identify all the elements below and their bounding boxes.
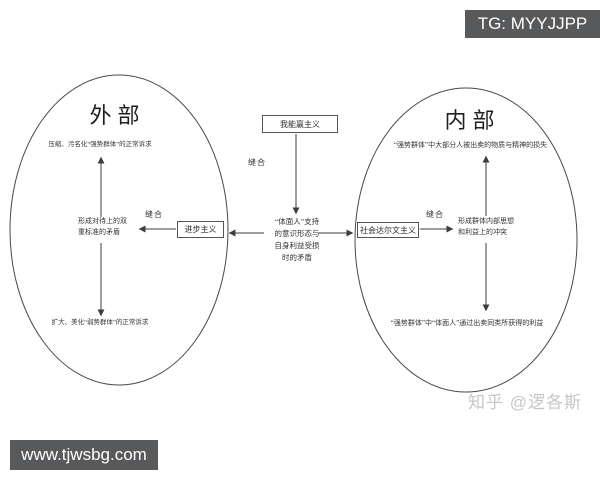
right-middle-note-line2: 和利益上的冲突 xyxy=(458,227,507,236)
center-note-line3: 自身利益受损 xyxy=(274,241,320,250)
center-note-line2: 的意识形态与 xyxy=(274,229,320,238)
left-middle-note-line2: 重标准的矛盾 xyxy=(78,227,120,236)
center-note-line1: “体面人”支持 xyxy=(274,217,320,226)
site-watermark-badge: www.tjwsbg.com xyxy=(10,440,158,470)
right-middle-note-line1: 形成群体内部思想 xyxy=(458,217,514,225)
right-ellipse-outline xyxy=(354,87,578,393)
center-contradiction-note: “体面人”支持 的意识形态与 自身利益受损 时的矛盾 xyxy=(258,216,336,264)
zhihu-credit-watermark: 知乎 @逻各斯 xyxy=(468,393,582,412)
left-top-note: 压缩、污名化“强势群体”的正常诉求 xyxy=(48,141,152,148)
center-note-line4: 时的矛盾 xyxy=(282,253,312,262)
suture-label-center: 缝合 xyxy=(248,158,266,167)
meritocracy-box: 我能赢主义 xyxy=(262,115,338,133)
progressivism-box: 进步主义 xyxy=(177,221,224,238)
social-darwinism-box: 社会达尔文主义 xyxy=(357,222,419,238)
suture-label-right: 缝合 xyxy=(426,210,444,219)
left-middle-note-line1: 形成对待上的双 xyxy=(78,217,127,225)
right-middle-note: 形成群体内部思想 和利益上的冲突 xyxy=(458,216,520,237)
suture-label-left: 缝合 xyxy=(145,210,163,219)
right-bottom-note: “强势群体”中“体面人”通过出卖同类所获得的利益 xyxy=(390,319,544,327)
left-middle-note: 形成对待上的双 重标准的矛盾 xyxy=(78,216,136,237)
left-ellipse-outline xyxy=(9,74,229,386)
left-ellipse-title: 外部 xyxy=(89,103,146,128)
right-ellipse-title: 内部 xyxy=(444,108,501,133)
right-top-note: “强势群体”中大部分人被出卖的物质与精神的损失 xyxy=(393,141,548,149)
tg-watermark-badge: TG: MYYJJPP xyxy=(465,10,600,38)
left-bottom-note: 扩大、美化“弱势群体”的正常诉求 xyxy=(51,319,149,326)
